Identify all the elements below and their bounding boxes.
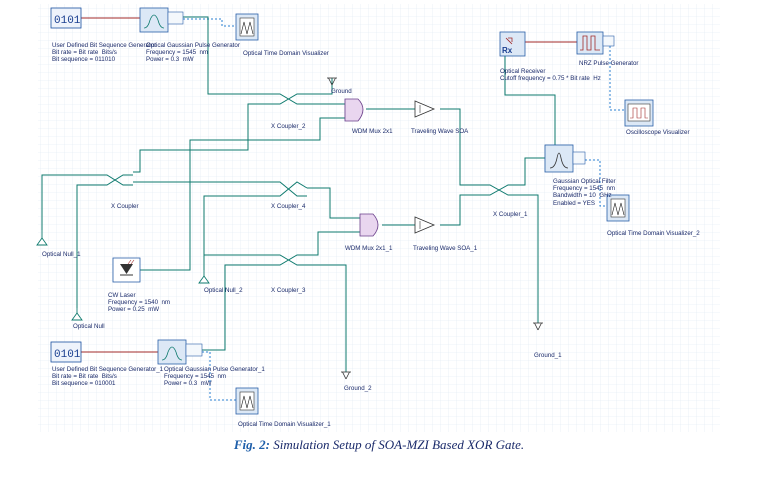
- schematic-grid: [38, 4, 720, 432]
- optical-null-2[interactable]: [198, 270, 210, 284]
- wire-pulse2-xc3: [202, 264, 270, 351]
- label-otdv-2: Optical Time Domain Visualizer_2: [607, 230, 700, 237]
- wires: [41, 16, 625, 401]
- wire-null2-xc3: [203, 254, 270, 270]
- x-coupler-3[interactable]: [270, 254, 307, 266]
- label-optical-null: Optical Null: [73, 323, 105, 330]
- optical-null[interactable]: [71, 308, 83, 321]
- wire-pulse1-otdv1: [183, 18, 236, 27]
- wire-xc4-mux2: [307, 187, 360, 219]
- wire-pulse2-otdv3: [202, 351, 236, 401]
- label-wdm-mux-1: WDM Mux 2x1: [352, 128, 393, 135]
- wire-gof-otdv2: [585, 159, 607, 207]
- wire-xc3-mux2: [307, 231, 360, 256]
- label-x-coupler-3: X Coupler_3: [271, 287, 306, 294]
- optical-time-domain-visualizer-2[interactable]: [606, 194, 630, 222]
- label-otdv-1: Optical Time Domain Visualizer: [243, 50, 329, 57]
- label-x-coupler-2: X Coupler_2: [271, 123, 306, 130]
- label-bit-sequence-generator-2: User Defined Bit Sequence Generator_1 Bi…: [52, 366, 164, 388]
- label-cw-laser: CW Laser Frequency = 1540 nm Power = 0.2…: [108, 292, 171, 314]
- label-x-coupler-4: X Coupler_4: [271, 203, 306, 210]
- traveling-wave-soa-1[interactable]: [414, 100, 436, 118]
- label-nrz-pulse-generator: NRZ Pulse Generator: [579, 60, 639, 67]
- ground-2-icon: [341, 371, 351, 380]
- wire-gof-rx: [504, 55, 556, 145]
- label-oscilloscope: Oscilloscope Visualizer: [626, 129, 690, 136]
- figure-caption: Fig. 2: Simulation Setup of SOA-MZI Base…: [0, 437, 758, 453]
- gaussian-optical-filter[interactable]: [544, 144, 586, 173]
- wire-nrz-osc: [609, 42, 625, 111]
- ground-icon: [327, 77, 337, 86]
- label-ground-2: Ground_2: [344, 385, 372, 392]
- label-x-coupler: X Coupler: [111, 203, 139, 210]
- wire-null1-xc: [41, 174, 97, 230]
- x-coupler-1[interactable]: [480, 184, 518, 196]
- wire-xc2-ground: [307, 78, 333, 95]
- bit-sequence-generator-1[interactable]: 0101: [50, 7, 82, 29]
- label-x-coupler-1: X Coupler_1: [493, 211, 528, 218]
- cw-laser[interactable]: [112, 257, 141, 283]
- optical-receiver[interactable]: Rx: [499, 31, 526, 57]
- optical-time-domain-visualizer-1[interactable]: [235, 13, 259, 41]
- wire-xc1-gof: [518, 157, 545, 186]
- figure-caption-text: Simulation Setup of SOA-MZI Based XOR Ga…: [269, 437, 525, 452]
- label-ground: Ground: [331, 88, 352, 95]
- figure-number: Fig. 2:: [233, 437, 270, 452]
- optical-time-domain-visualizer-3[interactable]: [235, 387, 259, 415]
- wire-soa1-xc1: [440, 108, 480, 186]
- label-gaussian-pulse-generator-1: Optical Gaussian Pulse Generator Frequen…: [146, 42, 240, 64]
- x-coupler-2[interactable]: [270, 93, 307, 105]
- nrz-pulse-generator[interactable]: [576, 31, 615, 55]
- label-ground-1: Ground_1: [534, 352, 562, 359]
- wire-xc3-ground2: [307, 264, 347, 372]
- label-bit-sequence-generator-1: User Defined Bit Sequence Generator Bit …: [52, 42, 157, 64]
- x-coupler-4[interactable]: [270, 181, 308, 197]
- wire-laser-mux1: [140, 117, 345, 271]
- rx-tag: Rx: [502, 46, 513, 55]
- wdm-mux-1[interactable]: [344, 98, 364, 122]
- optical-null-1[interactable]: [36, 230, 48, 246]
- label-wdm-mux-2: WDM Mux 2x1_1: [345, 245, 393, 252]
- oscilloscope-visualizer[interactable]: [624, 99, 654, 127]
- label-optical-null-1: Optical Null_1: [42, 251, 81, 258]
- wire-xc-xc2: [133, 103, 270, 173]
- label-otdv-3: Optical Time Domain Visualizer_1: [238, 421, 331, 428]
- wdm-mux-2[interactable]: [359, 213, 379, 237]
- ground-1-icon: [533, 322, 543, 331]
- label-optical-null-2: Optical Null_2: [204, 287, 243, 294]
- wire-pulse1-xc2: [183, 16, 270, 95]
- label-soa-1: Traveling Wave SOA: [411, 128, 469, 135]
- wire-nullx-xc: [76, 184, 97, 308]
- wire-xc1-ground1: [518, 194, 539, 323]
- bit-sequence-generator-2[interactable]: 0101: [50, 341, 82, 363]
- label-gaussian-optical-filter: Gaussian Optical Filter Frequency = 1545…: [553, 178, 616, 207]
- x-coupler[interactable]: [97, 174, 133, 186]
- label-soa-2: Traveling Wave SOA_1: [413, 245, 478, 252]
- traveling-wave-soa-2[interactable]: [414, 216, 436, 234]
- bit-sequence-glyph-1: 0101: [54, 15, 81, 27]
- label-optical-receiver: Optical Receiver Cutoff frequency = 0.75…: [500, 68, 601, 83]
- wire-null-xc4: [203, 195, 270, 270]
- wire-soa2-xc1: [440, 194, 480, 226]
- label-gaussian-pulse-generator-2: Optical Gaussian Pulse Generator_1 Frequ…: [164, 366, 265, 388]
- bit-sequence-glyph-2: 0101: [54, 349, 81, 361]
- gaussian-pulse-generator-1[interactable]: [139, 7, 184, 33]
- gaussian-pulse-generator-2[interactable]: [157, 339, 203, 365]
